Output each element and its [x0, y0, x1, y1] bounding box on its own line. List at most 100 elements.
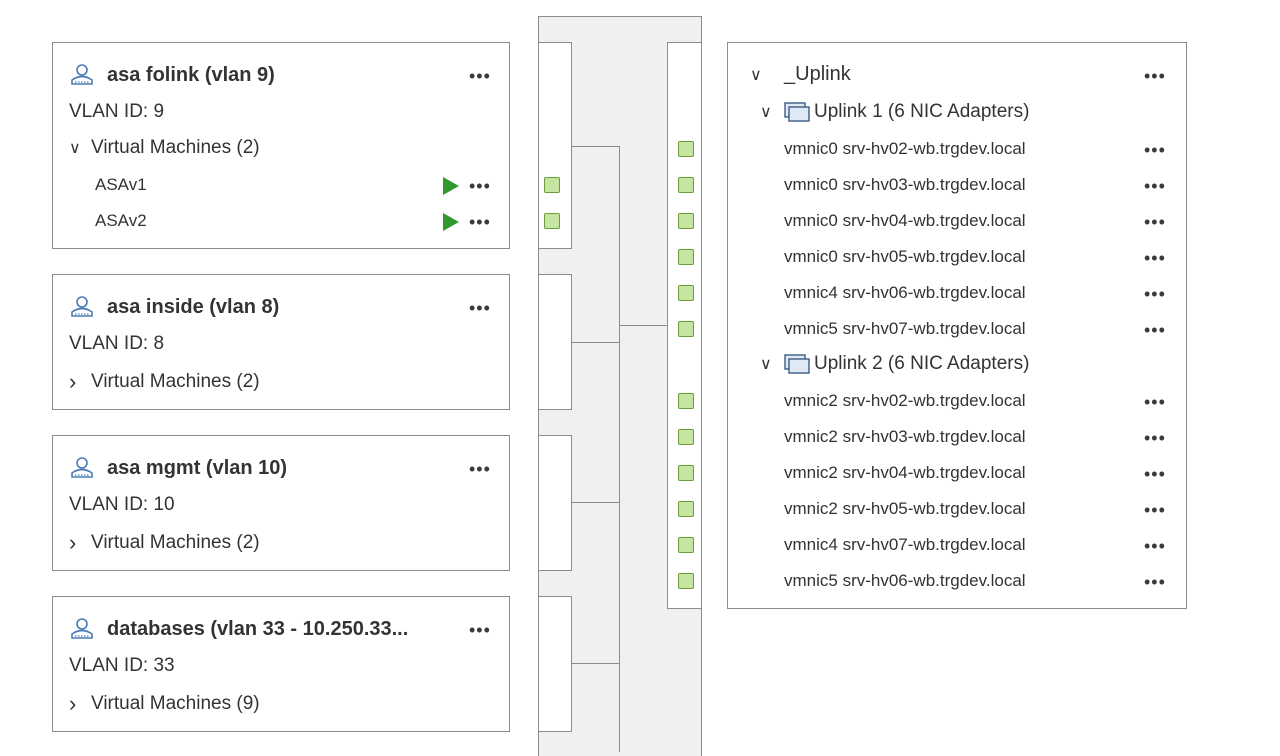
more-actions-icon[interactable]: ••• [1144, 572, 1166, 592]
more-actions-icon[interactable]: ••• [469, 459, 491, 479]
uplink-port[interactable] [678, 141, 694, 157]
portgroup-port-box [538, 435, 572, 571]
more-actions-icon[interactable]: ••• [1144, 248, 1166, 268]
vm-port[interactable] [544, 177, 560, 193]
more-actions-icon[interactable]: ••• [1144, 500, 1166, 520]
connector-line [572, 146, 620, 147]
uplink-port[interactable] [678, 321, 694, 337]
vm-item[interactable]: ASAv1 [95, 175, 147, 194]
vlan-id: VLAN ID: 10 [69, 494, 175, 515]
portgroup-icon [71, 618, 93, 639]
portgroup-icon [71, 296, 93, 317]
vlan-id: VLAN ID: 8 [69, 333, 165, 354]
uplink-port[interactable] [678, 537, 694, 553]
more-actions-icon[interactable]: ••• [1144, 212, 1166, 232]
more-actions-icon[interactable]: ••• [1144, 428, 1166, 448]
powered-on-icon [443, 213, 459, 231]
more-actions-icon[interactable]: ••• [1144, 536, 1166, 556]
nic-item[interactable]: vmnic2 srv-hv03-wb.trgdev.local [784, 427, 1026, 446]
more-actions-icon[interactable]: ••• [1144, 392, 1166, 412]
nic-item[interactable]: vmnic2 srv-hv04-wb.trgdev.local [784, 463, 1026, 482]
uplink-name: _Uplink [784, 63, 851, 85]
nic-item[interactable]: vmnic0 srv-hv05-wb.trgdev.local [784, 247, 1026, 266]
more-actions-icon[interactable]: ••• [469, 66, 491, 86]
uplink-port[interactable] [678, 393, 694, 409]
uplink-port[interactable] [678, 573, 694, 589]
nic-item[interactable]: vmnic0 srv-hv02-wb.trgdev.local [784, 139, 1026, 158]
more-actions-icon[interactable]: ••• [469, 298, 491, 318]
chevron-down-icon: ∨ [760, 104, 772, 121]
connector-line [572, 502, 620, 503]
chevron-down-icon: ∨ [750, 66, 762, 84]
uplink-port[interactable] [678, 249, 694, 265]
uplink-port[interactable] [678, 429, 694, 445]
uplink-title[interactable]: ∨ _Uplink [750, 63, 851, 86]
portgroup-name: databases (vlan 33 - 10.250.33... [107, 617, 409, 640]
connector-trunk [619, 146, 620, 752]
portgroup-title[interactable]: asa inside (vlan 8) [69, 293, 449, 321]
more-actions-icon[interactable]: ••• [1144, 320, 1166, 340]
nic-item[interactable]: vmnic5 srv-hv07-wb.trgdev.local [784, 319, 1026, 338]
portgroup-icon [71, 64, 93, 85]
vm-list-toggle[interactable]: › Virtual Machines (9) [69, 691, 260, 717]
vm-list-label: Virtual Machines (2) [91, 137, 260, 158]
portgroup-title[interactable]: databases (vlan 33 - 10.250.33... [69, 615, 449, 643]
more-actions-icon[interactable]: ••• [1144, 140, 1166, 160]
connector-line [620, 325, 667, 326]
portgroup-card[interactable]: asa mgmt (vlan 10) ••• VLAN ID: 10 › Vir… [52, 435, 510, 571]
uplink-port[interactable] [678, 465, 694, 481]
uplink-card[interactable]: ∨ _Uplink ••• ∨ Uplink 1 (6 NIC Adapters… [727, 42, 1187, 609]
more-actions-icon[interactable]: ••• [469, 620, 491, 640]
chevron-down-icon: ∨ [69, 140, 81, 157]
more-actions-icon[interactable]: ••• [469, 212, 491, 232]
nic-item[interactable]: vmnic2 srv-hv05-wb.trgdev.local [784, 499, 1026, 518]
portgroup-icon [71, 457, 93, 478]
more-actions-icon[interactable]: ••• [1144, 66, 1166, 86]
chevron-right-icon: › [69, 530, 77, 555]
uplink-port[interactable] [678, 285, 694, 301]
portgroup-title[interactable]: asa folink (vlan 9) [69, 61, 449, 89]
nic-item[interactable]: vmnic5 srv-hv06-wb.trgdev.local [784, 571, 1026, 590]
vlan-id: VLAN ID: 9 [69, 101, 165, 122]
nic-item[interactable]: vmnic4 srv-hv06-wb.trgdev.local [784, 283, 1026, 302]
portgroup-name: asa mgmt (vlan 10) [107, 456, 288, 479]
uplink-group-toggle[interactable]: ∨ Uplink 1 (6 NIC Adapters) [760, 101, 1029, 123]
chevron-down-icon: ∨ [760, 356, 772, 373]
nic-item[interactable]: vmnic0 srv-hv03-wb.trgdev.local [784, 175, 1026, 194]
more-actions-icon[interactable]: ••• [1144, 176, 1166, 196]
more-actions-icon[interactable]: ••• [1144, 464, 1166, 484]
vm-item[interactable]: ASAv2 [95, 211, 147, 230]
portgroup-title[interactable]: asa mgmt (vlan 10) [69, 454, 449, 482]
more-actions-icon[interactable]: ••• [1144, 284, 1166, 304]
nic-adapters-icon [784, 102, 810, 122]
vm-list-toggle[interactable]: ∨ Virtual Machines (2) [69, 137, 260, 159]
vm-list-toggle[interactable]: › Virtual Machines (2) [69, 369, 260, 395]
portgroup-port-box [538, 596, 572, 732]
portgroup-card[interactable]: asa inside (vlan 8) ••• VLAN ID: 8 › Vir… [52, 274, 510, 410]
vlan-id: VLAN ID: 33 [69, 655, 175, 676]
powered-on-icon [443, 177, 459, 195]
portgroup-name: asa folink (vlan 9) [107, 63, 275, 86]
portgroup-name: asa inside (vlan 8) [107, 295, 280, 318]
nic-item[interactable]: vmnic0 srv-hv04-wb.trgdev.local [784, 211, 1026, 230]
uplink-group-label: Uplink 2 (6 NIC Adapters) [814, 353, 1030, 374]
vm-list-label: Virtual Machines (2) [91, 532, 260, 553]
vm-list-label: Virtual Machines (2) [91, 371, 260, 392]
portgroup-port-box [538, 274, 572, 410]
nic-adapters-icon [784, 354, 810, 374]
portgroup-card[interactable]: asa folink (vlan 9) ••• VLAN ID: 9 ∨ Vir… [52, 42, 510, 249]
uplink-group-label: Uplink 1 (6 NIC Adapters) [814, 101, 1030, 122]
nic-item[interactable]: vmnic4 srv-hv07-wb.trgdev.local [784, 535, 1026, 554]
uplink-port[interactable] [678, 177, 694, 193]
uplink-port[interactable] [678, 501, 694, 517]
more-actions-icon[interactable]: ••• [469, 176, 491, 196]
chevron-right-icon: › [69, 691, 77, 716]
portgroup-card[interactable]: databases (vlan 33 - 10.250.33... ••• VL… [52, 596, 510, 732]
uplink-group-toggle[interactable]: ∨ Uplink 2 (6 NIC Adapters) [760, 353, 1029, 375]
vm-port[interactable] [544, 213, 560, 229]
uplink-port[interactable] [678, 213, 694, 229]
nic-item[interactable]: vmnic2 srv-hv02-wb.trgdev.local [784, 391, 1026, 410]
vm-list-toggle[interactable]: › Virtual Machines (2) [69, 530, 260, 556]
connector-line [572, 663, 620, 664]
vm-list-label: Virtual Machines (9) [91, 693, 260, 714]
